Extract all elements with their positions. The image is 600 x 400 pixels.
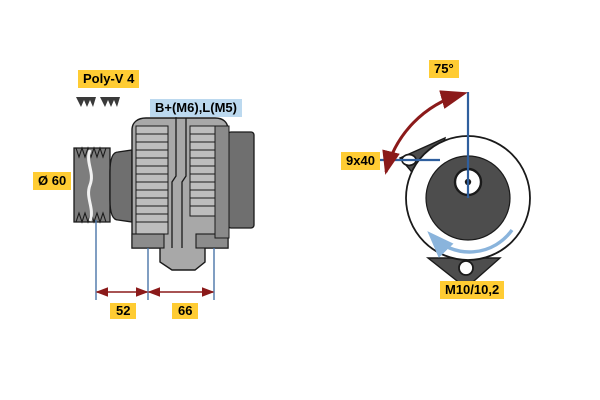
pulley-section-break bbox=[87, 149, 93, 222]
drive-end-housing bbox=[109, 149, 133, 223]
cooling-fins-left-block bbox=[135, 125, 169, 235]
pulley-grooves-top bbox=[75, 146, 107, 159]
label-dimension-52: 52 bbox=[110, 303, 137, 319]
drive-end-bell bbox=[109, 149, 133, 223]
side-view-group bbox=[73, 97, 255, 300]
poly-v-icon-right bbox=[100, 97, 120, 107]
label-upper-mount: 9x40 bbox=[341, 152, 380, 170]
rear-cover bbox=[227, 131, 255, 229]
swivel-angle-arc bbox=[382, 90, 468, 175]
poly-v-icon-left bbox=[76, 97, 96, 107]
pulley-body bbox=[73, 147, 111, 223]
mounting-foot-left bbox=[131, 233, 165, 249]
stator-housing bbox=[131, 117, 229, 271]
label-swivel-angle: 75° bbox=[429, 60, 459, 78]
label-dimension-66: 66 bbox=[172, 303, 199, 319]
rear-cover-flange bbox=[214, 125, 230, 239]
end-view-group bbox=[376, 90, 531, 289]
housing-split-line-2 bbox=[181, 118, 187, 248]
cooling-fins-left bbox=[136, 133, 168, 223]
poly-v-belt-icon bbox=[76, 97, 120, 107]
label-terminals: B+(M6),L(M5) bbox=[150, 99, 242, 117]
housing-split-line bbox=[171, 118, 177, 248]
label-pulley-diameter: Ø 60 bbox=[33, 172, 72, 190]
label-belt-type: Poly-V 4 bbox=[78, 70, 140, 88]
lower-lug-hole bbox=[458, 260, 474, 276]
label-lower-mount: M10/10,2 bbox=[440, 281, 505, 299]
slip-ring-end-cover bbox=[214, 125, 255, 239]
rotation-arrow bbox=[427, 229, 514, 258]
